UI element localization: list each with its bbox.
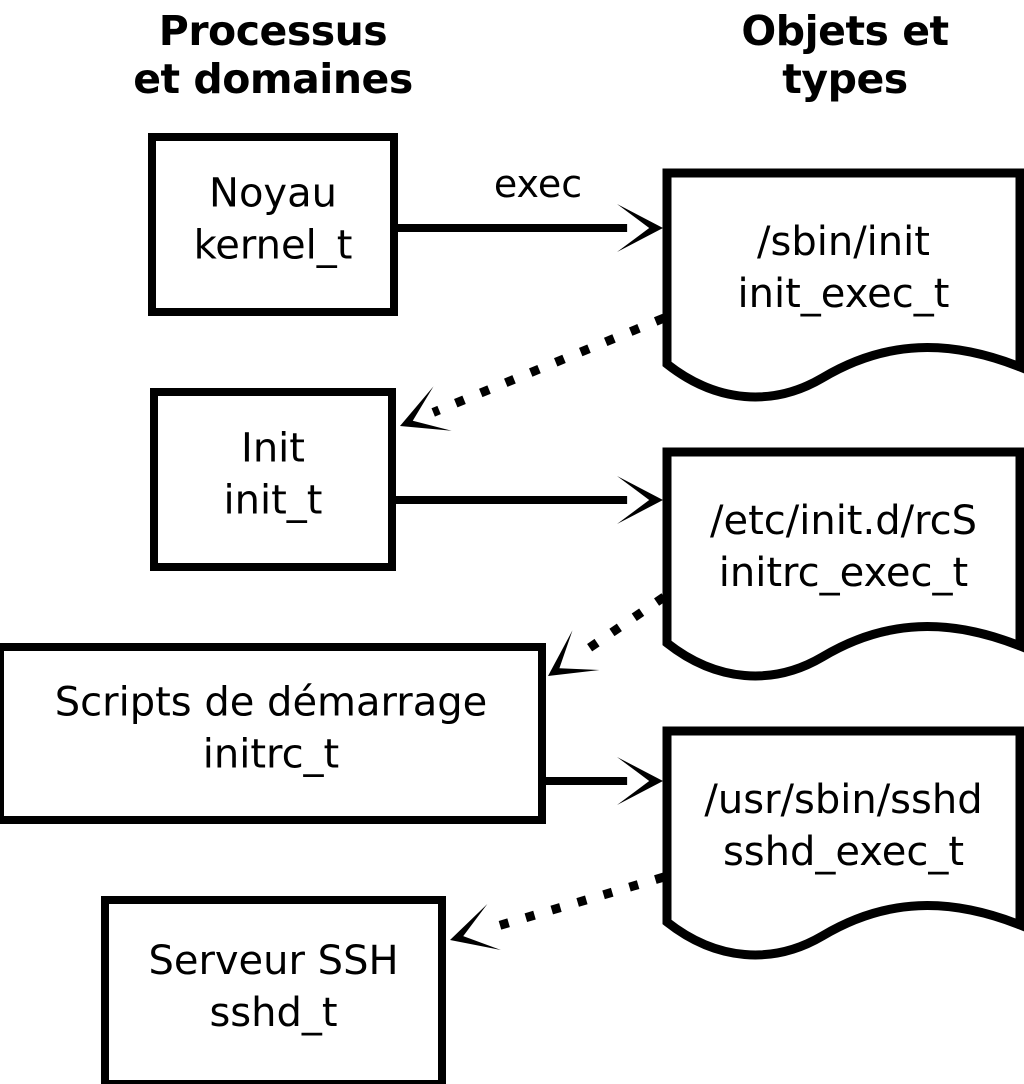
node-kernel[interactable]: Noyau kernel_t [148, 133, 398, 316]
node-label-line2: init_t [224, 478, 323, 524]
column-header-line2: types [782, 55, 907, 103]
node-label-line2: sshd_t [209, 990, 337, 1036]
box-shape [148, 133, 398, 316]
edge-initrc-exec-sshd_exec [546, 757, 663, 805]
edge-init_exec-transition-init [400, 313, 666, 431]
edge-line-dotted [575, 593, 667, 660]
document-shape [662, 726, 1024, 960]
column-header-line2: et domaines [133, 55, 413, 103]
arrow-head-icon [617, 757, 663, 805]
arrow-head-icon [617, 204, 663, 252]
node-initrc[interactable]: Scripts de démarrage initrc_t [0, 643, 546, 824]
edge-line-dotted [483, 872, 666, 935]
edge-labels-layer: exec [494, 162, 582, 206]
node-label-line1: Serveur SSH [148, 938, 398, 984]
edge-initrc_exec-transition-initrc [548, 593, 667, 676]
node-label-line1: /usr/sbin/sshd [704, 777, 982, 823]
box-shape [150, 388, 396, 571]
node-label-line2: kernel_t [194, 223, 353, 269]
node-sshd[interactable]: Serveur SSH sshd_t [101, 896, 446, 1084]
arrow-head-icon [450, 903, 501, 951]
node-label-line2: sshd_exec_t [723, 829, 964, 875]
column-header-line1: Processus [159, 7, 387, 55]
node-label-line2: initrc_exec_t [719, 550, 968, 596]
node-label-line2: initrc_t [203, 732, 340, 778]
edge-sshd_exec-transition-sshd [450, 872, 666, 951]
column-header-line1: Objets et [741, 7, 948, 55]
box-shape [101, 896, 446, 1084]
edge-label-kernel-exec-init_exec: exec [494, 162, 582, 206]
arrow-head-icon [617, 476, 663, 524]
arrow-head-icon [548, 630, 600, 676]
edges-layer [396, 204, 667, 951]
node-label-line1: Scripts de démarrage [55, 680, 487, 726]
document-shape [662, 447, 1024, 681]
box-shape [0, 643, 546, 824]
arrow-head-icon [400, 386, 452, 431]
edge-kernel-exec-init_exec [398, 204, 663, 252]
node-label-line1: Init [241, 426, 305, 472]
node-init[interactable]: Init init_t [150, 388, 396, 571]
edge-line-dotted [431, 313, 666, 417]
node-label-line1: /sbin/init [757, 219, 930, 265]
node-init_exec[interactable]: /sbin/init init_exec_t [662, 168, 1024, 402]
node-label-line1: /etc/init.d/rcS [710, 498, 977, 544]
document-shape [662, 168, 1024, 402]
edge-init-exec-initrc_exec [396, 476, 663, 524]
node-label-line1: Noyau [209, 171, 337, 217]
node-sshd_exec[interactable]: /usr/sbin/sshd sshd_exec_t [662, 726, 1024, 960]
node-label-line2: init_exec_t [738, 271, 950, 317]
node-initrc_exec[interactable]: /etc/init.d/rcS initrc_exec_t [662, 447, 1024, 681]
